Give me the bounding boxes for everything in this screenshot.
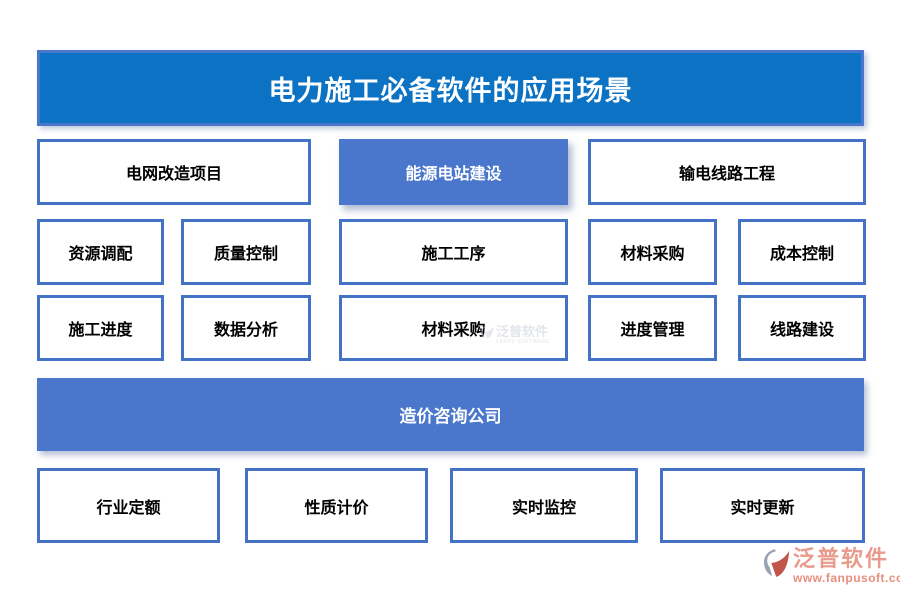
box-construction-progress: 施工进度 xyxy=(37,295,164,361)
box-data-analysis: 数据分析 xyxy=(181,295,311,361)
box-label: 施工进度 xyxy=(68,322,133,339)
box-label: 能源电站建设 xyxy=(405,166,502,183)
box-label: 实时监控 xyxy=(511,499,576,517)
box-resource-allocation: 资源调配 xyxy=(37,219,164,285)
box-energy-station-construction: 能源电站建设 xyxy=(339,139,568,205)
box-realtime-update: 实时更新 xyxy=(660,468,865,543)
fanpu-watermark: 泛普软件 FANPU SOFTWARE xyxy=(481,325,550,345)
box-label: 输电线路工程 xyxy=(678,166,775,183)
box-label: 数据分析 xyxy=(213,322,278,339)
box-label: 性质计价 xyxy=(304,499,369,517)
box-schedule-management: 进度管理 xyxy=(588,295,717,361)
box-label: 质量控制 xyxy=(213,246,278,263)
box-label: 材料采购 xyxy=(620,246,685,263)
box-label: 行业定额 xyxy=(96,499,161,517)
diagram-title: 电力施工必备软件的应用场景 xyxy=(268,75,633,106)
box-label: 进度管理 xyxy=(620,322,685,339)
fanpu-brand: 泛普软件 www.fanpusoft.com xyxy=(764,548,900,584)
box-grid-renovation-project: 电网改造项目 xyxy=(37,139,311,205)
box-label: 材料采购 xyxy=(421,322,486,339)
diagram-title-banner: 电力施工必备软件的应用场景 xyxy=(37,50,864,126)
box-construction-procedure: 施工工序 xyxy=(339,219,568,285)
fanpu-logo-icon xyxy=(481,325,494,339)
cost-consulting-company-bar: 造价咨询公司 xyxy=(37,378,864,451)
box-realtime-monitoring: 实时监控 xyxy=(450,468,638,543)
box-label: 成本控制 xyxy=(769,246,834,263)
watermark-subname: FANPU SOFTWARE xyxy=(496,339,550,345)
box-nature-pricing: 性质计价 xyxy=(245,468,428,543)
box-cost-control: 成本控制 xyxy=(738,219,866,285)
box-label: 资源调配 xyxy=(68,246,133,263)
box-line-construction: 线路建设 xyxy=(738,295,866,361)
brand-name: 泛普软件 xyxy=(793,546,890,571)
box-label: 电网改造项目 xyxy=(125,166,222,183)
box-material-procurement-1: 材料采购 xyxy=(588,219,717,285)
fanpu-logo-icon xyxy=(764,549,790,577)
box-label: 施工工序 xyxy=(421,246,486,263)
box-industry-quota: 行业定额 xyxy=(37,468,220,543)
box-material-procurement-2: 材料采购 泛普软件 FANPU SOFTWARE xyxy=(339,295,568,361)
box-label: 实时更新 xyxy=(730,499,795,517)
box-label: 线路建设 xyxy=(769,322,834,339)
watermark-name: 泛普软件 xyxy=(496,324,549,339)
brand-url: www.fanpusoft.com xyxy=(793,571,900,585)
box-quality-control: 质量控制 xyxy=(181,219,311,285)
box-transmission-line-engineering: 输电线路工程 xyxy=(588,139,866,205)
bar-label: 造价咨询公司 xyxy=(399,407,502,426)
